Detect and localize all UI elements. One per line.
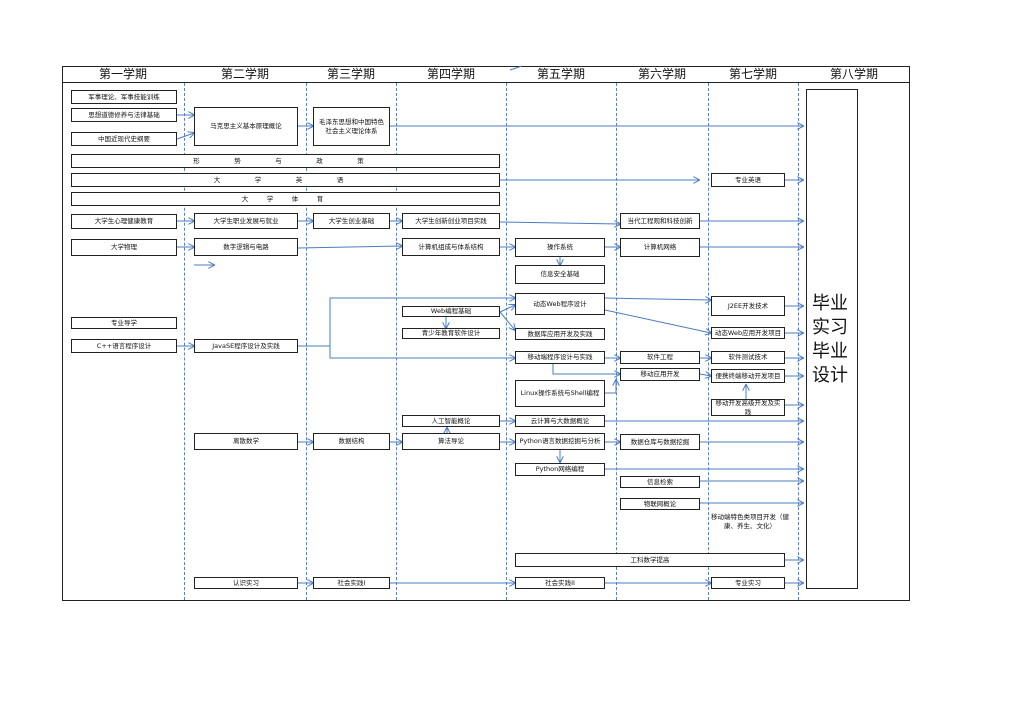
curriculum-frame: [62, 66, 910, 601]
course-box: 大学生创业基础: [313, 213, 390, 229]
course-box: 离散数学: [194, 433, 298, 450]
course-box: 专业英语: [711, 173, 785, 187]
course-box: 信息安全基础: [515, 265, 605, 284]
course-box: Python网络编程: [515, 463, 605, 476]
course-box: 社会实践I: [313, 577, 390, 589]
semester-header-6: 第六学期: [637, 67, 686, 81]
semester-header-5: 第五学期: [536, 67, 585, 81]
semester-header-4: 第四学期: [426, 67, 475, 81]
course-bar: 工科数学提高: [515, 553, 785, 567]
course-box: 认识实习: [194, 577, 298, 589]
course-box: JavaSE程序设计及实践: [194, 339, 298, 353]
course-box: 移动开发高级开发及实践: [711, 399, 785, 416]
course-box: 计算机网络: [620, 238, 700, 257]
course-box: 软件测试技术: [711, 351, 785, 364]
course-box: 中国近现代史纲要: [71, 132, 177, 146]
course-bar: 大 学 体 育: [71, 192, 500, 206]
course-box: 操作系统: [515, 238, 605, 257]
course-box: 当代工程观和科技创新: [620, 213, 700, 229]
course-box: 专业导学: [71, 317, 177, 329]
course-box: 物联网概论: [620, 498, 700, 510]
course-box: Linux操作系统与Shell编程: [515, 380, 605, 407]
semester-header-2: 第二学期: [220, 67, 269, 81]
header-divider: [62, 82, 910, 83]
course-note: 移动端特色类项目开发（健康、养生、文化）: [711, 513, 789, 530]
course-box: 社会实践II: [515, 577, 605, 589]
semester-header-7: 第七学期: [728, 67, 777, 81]
course-box: 人工智能概论: [402, 415, 500, 427]
course-box: 马克思主义基本原理概论: [194, 107, 298, 146]
semester-divider: [506, 83, 507, 600]
semester-divider: [708, 83, 709, 600]
course-bar: 大 学 英 语: [71, 173, 500, 187]
course-box: 大学生创新创业项目实践: [402, 213, 500, 229]
course-box: 大学生职业发展与就业: [194, 213, 298, 229]
course-box: 数字逻辑与电路: [194, 238, 298, 256]
course-box: 数据库应用开发及实践: [515, 328, 605, 340]
course-box: 移动端程序设计与实践: [515, 351, 605, 364]
course-box: 青少年教育软件设计: [402, 328, 500, 339]
course-box: Web编程基础: [402, 306, 500, 317]
course-box: J2EE开发技术: [711, 296, 785, 316]
course-box: 移动应用开发: [620, 368, 700, 381]
course-box: 云计算与大数据概论: [515, 415, 605, 427]
course-box: 算法导论: [402, 433, 500, 450]
semester-header-8: 第八学期: [829, 67, 878, 81]
course-box: 专业实习: [711, 577, 785, 589]
course-box: 大学物理: [71, 239, 177, 256]
course-box: 便携终端移动开发项目: [711, 369, 785, 383]
course-box: 动态Web程序设计: [515, 293, 605, 315]
course-box: 软件工程: [620, 351, 700, 364]
course-box: 思想道德修养与法律基础: [71, 108, 177, 122]
graduation-label: 毕业 实习 毕业 设计: [812, 293, 848, 386]
graduation-box: [806, 89, 858, 589]
semester-divider: [798, 83, 799, 600]
course-box: 大学生心理健康教育: [71, 214, 177, 229]
course-box: 数据结构: [313, 433, 390, 450]
course-box: C++语言程序设计: [71, 339, 177, 353]
course-box: 毛泽东思想和中国特色社会主义理论体系: [313, 107, 390, 146]
course-box: Python语言数据挖掘与分析: [515, 433, 605, 450]
semester-header-3: 第三学期: [326, 67, 375, 81]
course-box: 军事理论、军事技能训练: [71, 90, 177, 104]
course-bar: 形 势 与 政 策: [71, 154, 500, 168]
semester-divider: [184, 83, 185, 600]
course-box: 信息检索: [620, 476, 700, 488]
semester-header-1: 第一学期: [98, 67, 147, 81]
semester-divider: [616, 83, 617, 600]
course-box: 数据仓库与数据挖掘: [620, 434, 700, 450]
course-box: 计算机组成与体系结构: [402, 238, 500, 256]
course-box: 动态Web应用开发项目: [711, 327, 785, 339]
